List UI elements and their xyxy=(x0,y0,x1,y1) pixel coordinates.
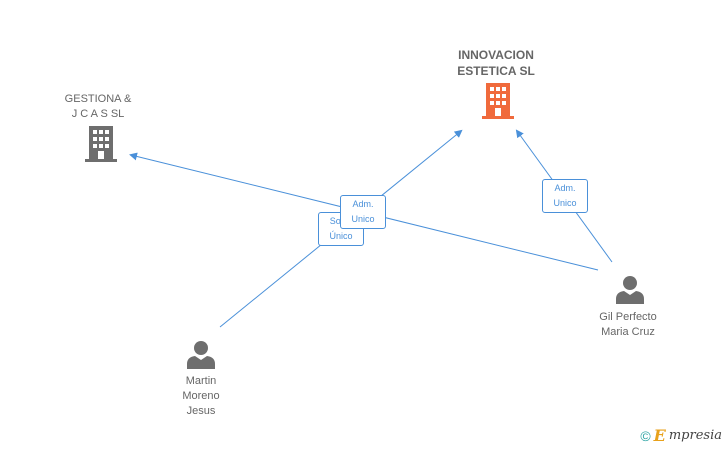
node-label-gil[interactable]: Gil Perfecto Maria Cruz xyxy=(599,311,657,338)
building-icon[interactable] xyxy=(85,126,117,162)
building-icon[interactable] xyxy=(482,83,514,119)
brand-initial: E xyxy=(653,426,666,445)
person-icon[interactable] xyxy=(186,340,216,370)
person-icon[interactable] xyxy=(615,275,645,305)
edge-label-adm-unico[interactable]: Adm. Unico xyxy=(340,195,386,229)
node-label-martin[interactable]: Martin Moreno Jesus xyxy=(182,375,220,417)
copyright-symbol: © xyxy=(640,427,651,444)
node-label-gestiona[interactable]: GESTIONA & J C A S SL xyxy=(64,93,132,120)
node-label-innovacion[interactable]: INNOVACION ESTETICA SL xyxy=(457,48,535,78)
brand-name: mpresia xyxy=(668,428,722,443)
edge-label-adm-unico[interactable]: Adm. Unico xyxy=(542,179,588,213)
